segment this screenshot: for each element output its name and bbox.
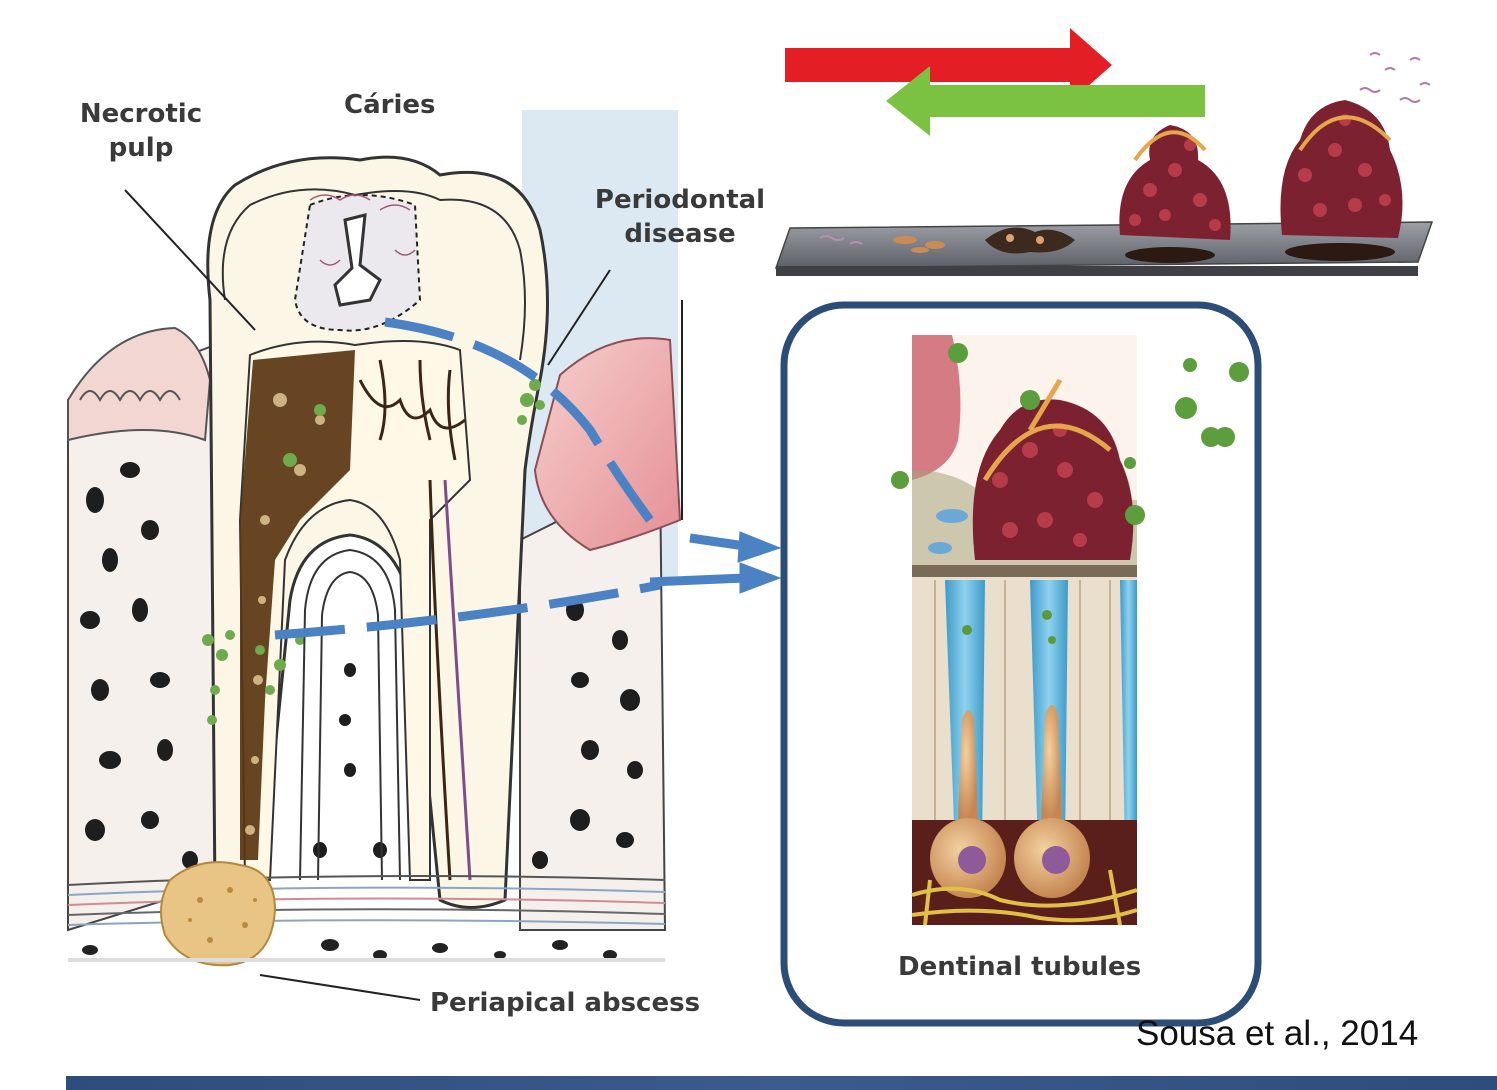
- label-dentinal-tubules: Dentinal tubules: [898, 950, 1141, 984]
- abscess-leader: [260, 975, 420, 1000]
- label-necrotic-pulp: Necrotic pulp: [72, 97, 210, 165]
- label-caries: Cáries: [344, 88, 435, 122]
- left-gum: [68, 328, 210, 440]
- label-periapical-abscess: Periapical abscess: [430, 986, 700, 1020]
- biofilm-development-panel: [776, 28, 1432, 276]
- necrotic-pulp-mass: [240, 350, 355, 860]
- label-periodontal-disease: Periodontal disease: [580, 183, 780, 251]
- periapical-abscess: [161, 862, 275, 965]
- footer-band: [66, 1076, 1497, 1090]
- citation: Sousa et al., 2014: [1136, 1014, 1418, 1054]
